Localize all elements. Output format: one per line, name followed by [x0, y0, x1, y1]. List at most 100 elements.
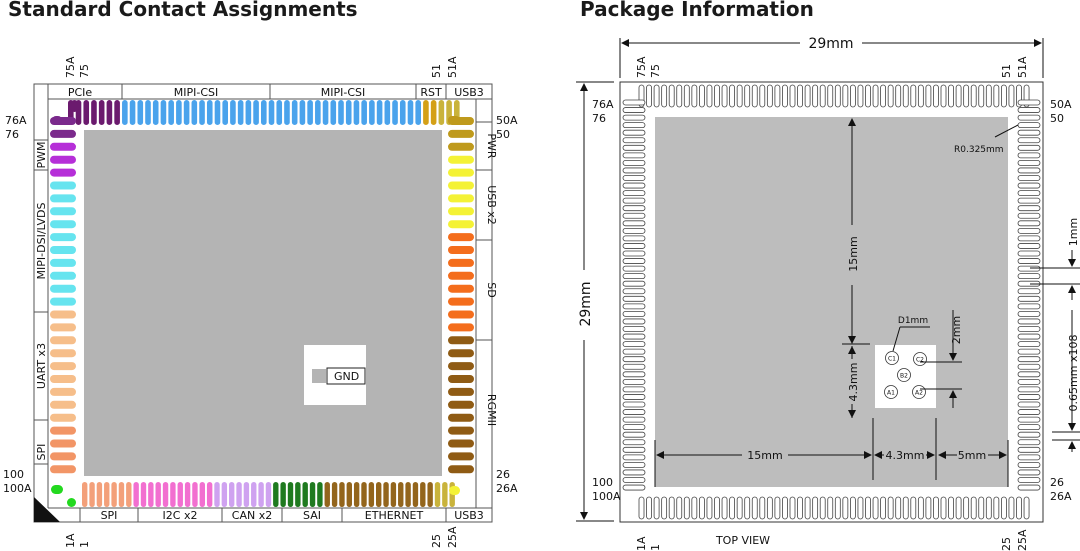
package-bottom-pad — [774, 496, 781, 520]
right-contact — [448, 284, 474, 293]
package-top-pad — [736, 84, 743, 108]
bottom-contact — [420, 482, 426, 507]
bottom-contact — [236, 482, 242, 507]
group-label-sai: SAI — [303, 509, 321, 522]
package-bottom-pad — [819, 496, 826, 520]
left-contact — [50, 439, 76, 448]
package-top-pad — [744, 84, 751, 108]
package-right-pad — [1017, 356, 1041, 363]
package-left-pad — [622, 152, 646, 159]
package-bottom-pad — [646, 496, 652, 520]
pin-label-50a: 50A — [496, 114, 518, 127]
corner-contact-50a — [448, 116, 460, 124]
group-label-usb3-top: USB3 — [454, 86, 484, 99]
package-left-pad — [622, 167, 646, 174]
bottom-contact — [96, 482, 103, 507]
top-contact — [106, 100, 113, 125]
package-bottom-pad — [721, 496, 728, 520]
package-outline — [619, 81, 1044, 523]
package-bottom-pad — [638, 496, 645, 520]
package-right-pad — [1017, 363, 1041, 370]
package-right-pad — [1017, 371, 1041, 378]
bottom-contact — [258, 482, 264, 507]
package-top-pad — [925, 84, 932, 108]
package-top-pad — [917, 84, 924, 108]
top-contact — [152, 100, 159, 125]
package-right-pad — [1017, 477, 1041, 483]
package-bottom-pad — [978, 496, 985, 520]
bottom-contact — [265, 482, 272, 507]
top-contact — [384, 100, 391, 125]
package-top-pad — [970, 84, 977, 108]
package-right-pad — [1017, 197, 1041, 204]
group-label-pwm: PWM — [35, 141, 48, 168]
right-contact — [448, 349, 474, 358]
dim-pad-length: 1mm — [1067, 218, 1080, 246]
package-top-pad — [721, 84, 728, 108]
dim-height-label: 29mm — [578, 281, 594, 326]
package-right-pad — [1017, 220, 1041, 227]
package-bottom-pad — [842, 496, 849, 520]
bottom-contact — [118, 482, 125, 507]
package-right-pad — [1017, 386, 1041, 393]
group-label-mipi-dsi-lvds: MIPI-DSI/LVDS — [35, 203, 48, 280]
package-left-pad — [622, 144, 646, 151]
top-contact — [168, 100, 174, 125]
top-contact — [230, 100, 236, 125]
mounting-hole-b2 — [897, 368, 911, 382]
package-bottom-pad — [804, 496, 811, 520]
package-right-pad — [1017, 295, 1041, 302]
package-bottom-pad — [729, 496, 735, 520]
package-top-pad — [880, 84, 886, 108]
package-bottom-pad — [850, 496, 856, 520]
package-left-pad — [622, 424, 646, 431]
top-contact — [299, 100, 306, 125]
dim-vertical-15mm: 15mm — [847, 236, 860, 271]
top-contact — [392, 100, 398, 125]
left-contact — [50, 426, 76, 435]
top-contact — [369, 100, 375, 125]
package-top-pad — [978, 84, 985, 108]
package-top-pad — [661, 84, 668, 108]
package-left-pad — [622, 310, 646, 317]
left-contact — [50, 207, 76, 216]
package-bottom-pad — [917, 496, 924, 520]
bottom-contact — [287, 482, 294, 507]
package-right-pad — [1017, 416, 1041, 423]
package-left-pad — [622, 318, 646, 325]
bottom-contact — [383, 482, 389, 507]
top-contact — [237, 100, 244, 125]
package-left-pad — [622, 394, 646, 400]
package-bottom-pad — [872, 496, 879, 520]
pin-label-50: 50 — [496, 128, 510, 141]
package-top-pad — [759, 84, 766, 108]
package-top-pad — [782, 84, 788, 108]
package-top-pad — [895, 84, 902, 108]
package-right-pad — [1017, 461, 1041, 468]
bottom-contact — [346, 482, 352, 507]
package-bottom-pad — [759, 496, 766, 520]
top-contact — [423, 100, 429, 125]
right-contact — [448, 168, 474, 177]
package-left-pad — [622, 235, 646, 242]
package-top-pad — [955, 84, 962, 108]
pkg-pin-label-75: 75 — [649, 64, 662, 78]
package-top-pad — [940, 84, 947, 108]
package-right-pad — [1017, 288, 1041, 295]
top-contact — [114, 100, 120, 125]
package-top-pad — [902, 84, 909, 108]
package-top-pad — [872, 84, 879, 108]
left-outline — [33, 83, 493, 523]
package-left-pad — [622, 363, 646, 370]
package-left-pad — [622, 99, 646, 106]
pkg-pin-label-100a: 100A — [592, 490, 621, 503]
right-contact — [448, 336, 474, 345]
dim-bottom-5mm: 5mm — [958, 449, 986, 462]
left-contact — [50, 155, 76, 164]
right-contact — [448, 155, 474, 164]
group-label-usb3-bottom: USB3 — [454, 509, 484, 522]
group-label-sd: SD — [485, 282, 498, 297]
gnd-swatch — [312, 369, 326, 383]
package-left-pad — [622, 341, 646, 348]
package-left-pad — [622, 250, 646, 257]
